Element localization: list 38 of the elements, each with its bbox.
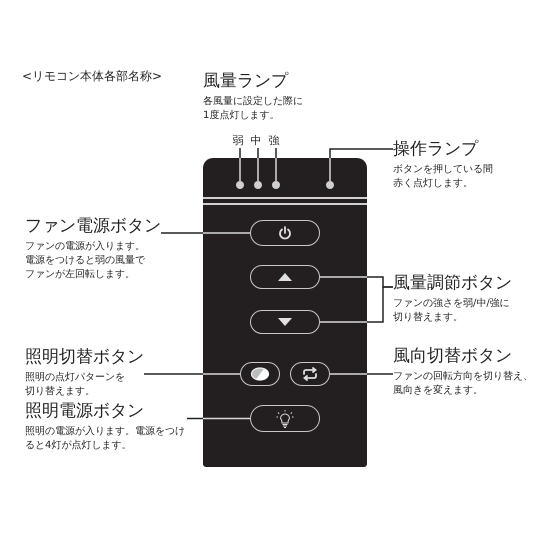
indicator-lamp — [254, 181, 262, 189]
rotation-button — [290, 362, 330, 386]
lamp-label: 強 — [268, 134, 280, 148]
part-name: 風量調節ボタン — [393, 272, 513, 294]
light-button — [250, 405, 320, 432]
leader-line — [257, 148, 259, 181]
up-button — [250, 265, 320, 289]
part-description: 照明の電源が入ります。電源をつけると4灯が点灯します。 — [25, 425, 186, 453]
part-name: ファン電源ボタン — [25, 215, 161, 237]
part-name: 照明切替ボタン — [25, 346, 144, 368]
leader-line — [275, 148, 277, 181]
part-name: 風向切替ボタン — [393, 345, 513, 367]
leader-line — [330, 373, 393, 375]
lamp-label: 中 — [250, 134, 262, 148]
heading: <リモコン本体各部名称> — [22, 68, 162, 85]
lamp-label: 弱 — [232, 134, 244, 148]
part-name: 操作ランプ — [393, 138, 480, 160]
light-pattern-button — [240, 362, 280, 386]
indicator-lamp — [272, 181, 280, 189]
indicator-lamp — [236, 181, 244, 189]
power-button — [250, 220, 320, 246]
down-button — [250, 310, 320, 334]
part-description: ファンの強さを弱/中/強に切り替えます。 — [393, 297, 511, 325]
part-name: 風量ランプ — [203, 70, 290, 92]
leader-line — [187, 418, 250, 420]
leader-line — [320, 286, 393, 323]
part-description: ファンの回転方向を切り替え、風向きを変えます。 — [393, 370, 534, 398]
leader-line — [239, 148, 241, 181]
part-description: 照明の点灯パターンを切り替えます。 — [25, 371, 126, 399]
part-description: ボタンを押している間赤く点灯します。 — [393, 163, 494, 191]
part-name: 照明電源ボタン — [25, 400, 145, 422]
part-description: ファンの電源が入ります。電源をつけると弱の風量でファンが左回転します。 — [25, 240, 146, 282]
leader-line — [329, 148, 393, 181]
leader-line — [161, 232, 250, 234]
remote-control-body — [203, 158, 367, 467]
leader-line — [144, 373, 240, 375]
indicator-lamp — [326, 181, 334, 189]
part-description: 各風量に設定した際に1度点灯します。 — [203, 95, 304, 123]
